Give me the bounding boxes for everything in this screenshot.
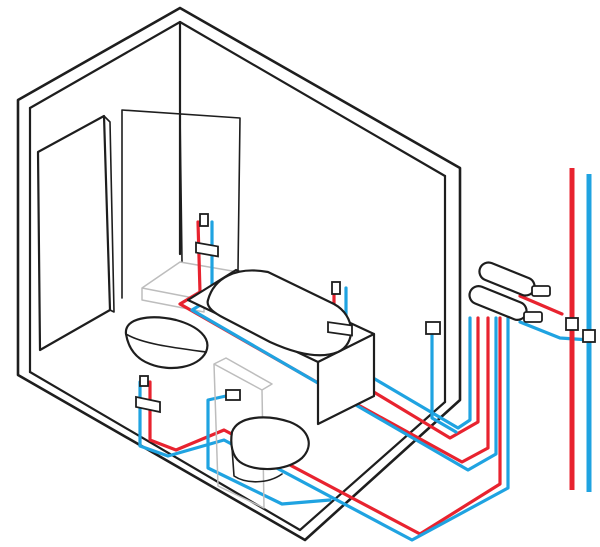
installation-frame-ghost	[213, 357, 273, 509]
cold-riser-branch	[518, 320, 592, 342]
bathtub-side-edge	[316, 332, 376, 364]
cold-pipe-toilet	[206, 394, 332, 506]
cold-pipe-sink-tap	[430, 332, 458, 434]
tap-icon	[327, 281, 353, 337]
shower-glass-panel	[121, 109, 241, 299]
washbasin	[124, 316, 209, 370]
valves	[135, 213, 441, 414]
riser-connector	[582, 329, 596, 343]
floor-edge	[28, 370, 447, 532]
toilet-bowl	[230, 416, 310, 471]
hot-pipe-bidet	[148, 316, 502, 536]
tap-icon	[135, 375, 161, 414]
vertical-risers	[565, 168, 596, 492]
washbasin-rim	[125, 333, 207, 353]
toilet-area	[213, 357, 310, 509]
toilet-base	[231, 447, 283, 483]
hot-riser-branch	[518, 294, 564, 316]
bathtub-basin	[206, 269, 353, 357]
riser-connector	[565, 317, 579, 331]
manifold-icon	[468, 261, 551, 323]
cold-pipe-bidet	[138, 316, 510, 542]
bathtub	[186, 268, 376, 426]
tap-icon	[225, 389, 241, 401]
door-frame	[103, 115, 115, 313]
tap-icon	[425, 321, 441, 335]
shower-valve-icon	[195, 213, 219, 258]
